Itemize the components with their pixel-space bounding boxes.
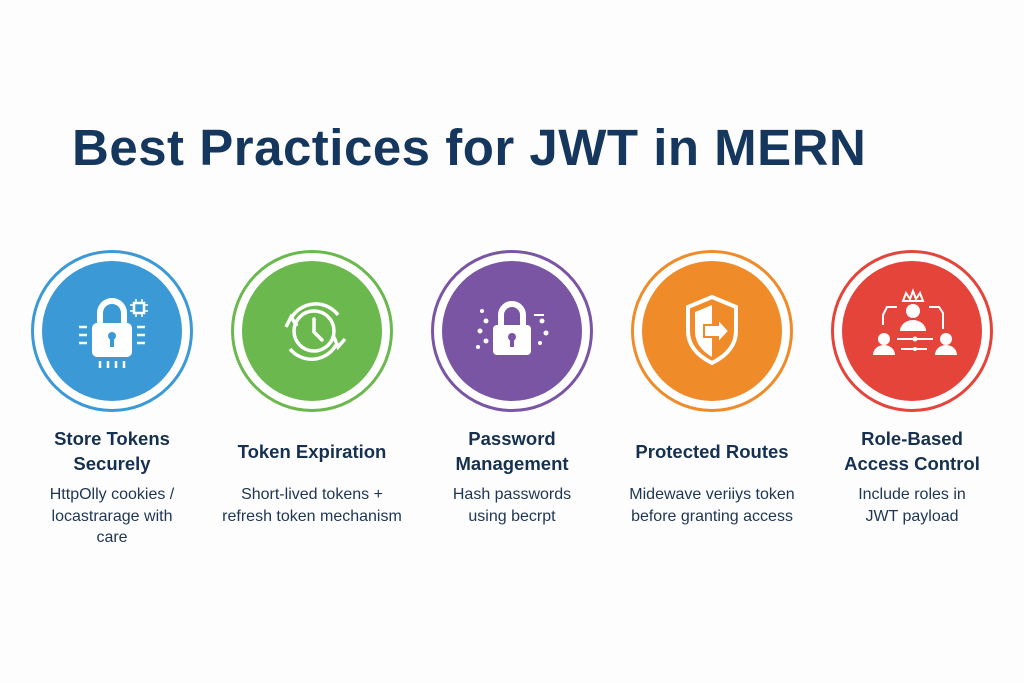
card-title: Store Tokens Securely <box>54 428 170 474</box>
role-hierarchy-icon <box>873 288 957 355</box>
card-desc: Include roles in JWT payload <box>858 486 966 525</box>
shield-arrow-icon <box>686 294 738 366</box>
badge <box>231 250 393 412</box>
card-title: Password Management <box>455 428 569 474</box>
badge <box>431 250 593 412</box>
lock-icon <box>476 301 549 355</box>
card-title: Protected Routes <box>635 440 789 462</box>
card-desc: Midewave veriiys token before granting a… <box>629 486 795 525</box>
card-title: Token Expiration <box>237 440 387 462</box>
card-store-tokens: Store Tokens Securely HttpOlly cookies /… <box>12 250 212 549</box>
clock-refresh-icon <box>284 302 347 361</box>
badge <box>831 250 993 412</box>
card-token-expiration: Token Expiration Short-lived tokens + re… <box>212 250 412 527</box>
card-password-management: Password Management Hash passwords using… <box>412 250 612 527</box>
badge <box>631 250 793 412</box>
card-title: Role-Based Access Control <box>844 428 980 474</box>
card-desc: HttpOlly cookies / locastrarage with car… <box>49 486 175 546</box>
lock-chip-icon <box>79 298 148 368</box>
card-protected-routes: Protected Routes Midewave veriiys token … <box>612 250 812 527</box>
card-role-based-access: Role-Based Access Control Include roles … <box>812 250 1012 527</box>
page-title: Best Practices for JWT in MERN <box>72 119 867 176</box>
card-desc: Short-lived tokens + refresh token mecha… <box>222 486 402 525</box>
card-desc: Hash passwords using becrpt <box>452 486 572 525</box>
badge <box>31 250 193 412</box>
